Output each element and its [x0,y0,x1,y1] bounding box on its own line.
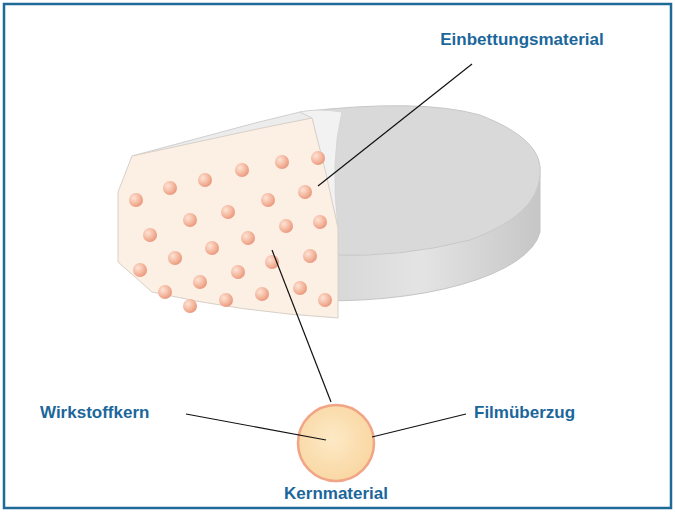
part-label: Kernmaterial [284,484,388,504]
pellet [205,241,219,255]
pellet [133,263,147,277]
pellet [313,215,327,229]
part-label: Filmüberzug [474,403,575,423]
embedding-material [118,118,338,318]
pellets [129,151,332,313]
pellet [261,193,275,207]
pellet [129,193,143,207]
pellet [318,293,332,307]
pellet [168,251,182,265]
part-label: Wirkstoffkern [40,403,149,423]
pellet [183,299,197,313]
pellet [143,228,157,242]
leader-line [372,414,466,437]
pellet [241,231,255,245]
leader-line [272,250,331,402]
pellet [231,265,245,279]
pellet [255,287,269,301]
pellet [293,281,307,295]
pellet [303,249,317,263]
pellet [279,219,293,233]
pellet [183,213,197,227]
pellet [163,181,177,195]
leader-line [318,64,472,186]
pellet [275,155,289,169]
part-label: Einbettungsmaterial [440,30,603,50]
pellet [158,285,172,299]
pellet [221,205,235,219]
pellet-enlarged [298,405,374,481]
pellet [193,275,207,289]
pellet [198,173,212,187]
pellet [298,185,312,199]
pellet [311,151,325,165]
pellet [219,293,233,307]
frame [4,4,671,508]
leader-line [186,414,326,440]
pellet [235,163,249,177]
